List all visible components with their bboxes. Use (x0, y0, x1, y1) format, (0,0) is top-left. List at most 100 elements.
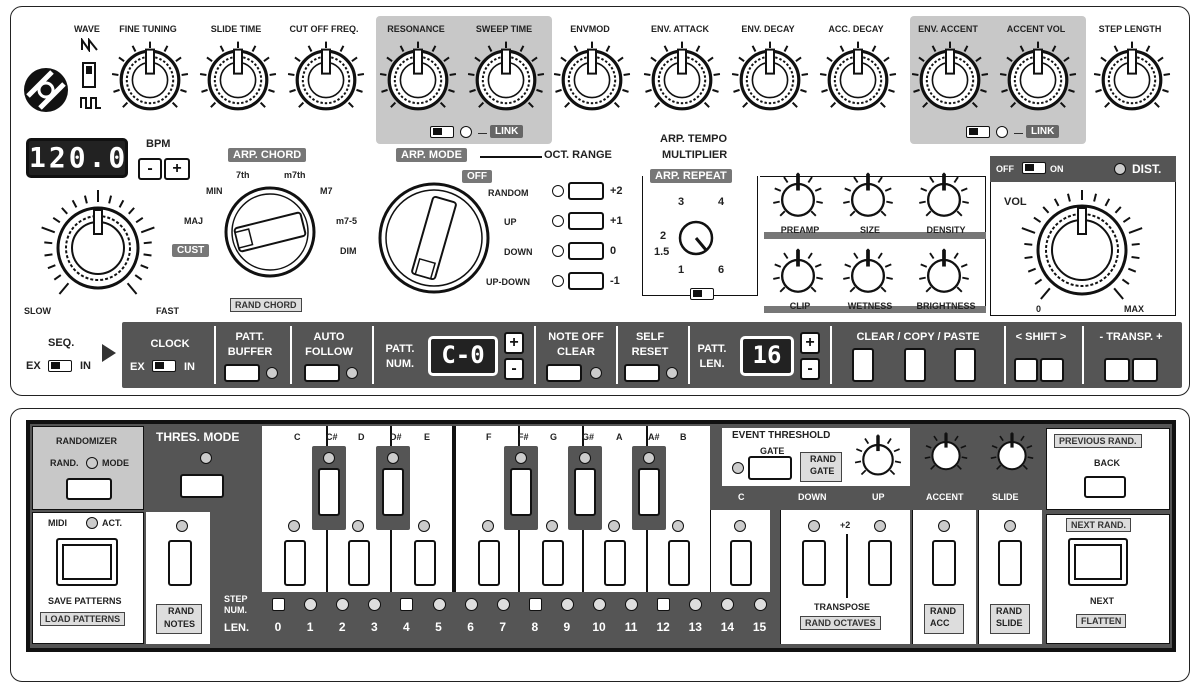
fx-knob-0[interactable] (770, 170, 826, 226)
next-rand-button[interactable]: NEXT RAND. (1066, 518, 1132, 532)
black-key-button-0[interactable] (318, 468, 340, 516)
shift-right-button[interactable] (1040, 358, 1064, 382)
chord-min[interactable]: MIN (206, 186, 223, 196)
step-led-7[interactable] (496, 598, 510, 611)
link-switch-1[interactable] (430, 126, 454, 138)
seq-switch[interactable] (48, 360, 72, 372)
patt-num-plus-button[interactable]: + (504, 332, 524, 354)
previous-rand-button[interactable]: PREVIOUS RAND. (1054, 434, 1142, 448)
arp-mode-down[interactable]: DOWN (504, 247, 533, 257)
chord-7th[interactable]: 7th (236, 170, 250, 180)
arp-chord-selector[interactable] (210, 172, 330, 292)
step-led-2[interactable] (336, 598, 350, 611)
rand-notes-button[interactable] (168, 540, 192, 586)
oct-button-2[interactable] (568, 242, 604, 260)
copy-button[interactable] (904, 348, 926, 382)
knob-0[interactable] (110, 40, 190, 120)
white-key-button-5[interactable] (604, 540, 626, 586)
arp-repeat-knob[interactable] (674, 216, 718, 260)
knob-7[interactable] (730, 40, 810, 120)
arp-mode-selector[interactable] (372, 176, 496, 300)
rand-mode-button[interactable] (66, 478, 112, 500)
patt-len-plus-button[interactable]: + (800, 332, 820, 354)
fx-knob-2[interactable] (916, 170, 972, 226)
save-patterns-button[interactable] (56, 538, 118, 586)
knob-5[interactable] (552, 40, 632, 120)
transp-up-button[interactable] (1132, 358, 1158, 382)
oct-button-3[interactable] (568, 272, 604, 290)
step-led-14[interactable] (721, 598, 735, 611)
step-led-9[interactable] (560, 598, 574, 611)
transp-down-button[interactable] (1104, 358, 1130, 382)
step-led-3[interactable] (368, 598, 382, 611)
knob-11[interactable] (1092, 40, 1172, 120)
black-key-button-2[interactable] (510, 468, 532, 516)
knob-2[interactable] (286, 40, 366, 120)
arp-mode-off[interactable]: OFF (462, 170, 492, 183)
step-led-15[interactable] (753, 598, 767, 611)
knob-6[interactable] (642, 40, 722, 120)
arp-mode-updown[interactable]: UP-DOWN (486, 277, 530, 287)
oct-button-1[interactable] (568, 212, 604, 230)
rand-octaves-button[interactable]: RAND OCTAVES (800, 616, 881, 630)
step-led-13[interactable] (689, 598, 703, 611)
fx-knob-3[interactable] (770, 246, 826, 302)
chord-maj[interactable]: MAJ (184, 216, 204, 226)
step-led-12[interactable] (657, 598, 671, 611)
flatten-button[interactable]: FLATTEN (1076, 614, 1127, 628)
step-led-0[interactable] (272, 598, 285, 611)
clock-switch[interactable] (152, 360, 176, 372)
white-key-button-3[interactable] (478, 540, 500, 586)
threshold-knob[interactable] (852, 432, 904, 484)
patt-len-minus-button[interactable]: - (800, 358, 820, 380)
transpose-down-button[interactable] (802, 540, 826, 586)
knob-3[interactable] (378, 40, 458, 120)
oct-button-0[interactable] (568, 182, 604, 200)
black-key-button-1[interactable] (382, 468, 404, 516)
knob-10[interactable] (998, 40, 1078, 120)
fx-knob-4[interactable] (840, 246, 896, 302)
gate-button[interactable] (748, 456, 792, 480)
accent-knob[interactable] (922, 430, 970, 478)
step-led-6[interactable] (464, 598, 478, 611)
paste-button[interactable] (954, 348, 976, 382)
slide-button[interactable] (998, 540, 1022, 586)
patt-num-minus-button[interactable]: - (504, 358, 524, 380)
chord-M7[interactable]: M7 (320, 186, 333, 196)
link-switch-2[interactable] (966, 126, 990, 138)
tempo-knob[interactable] (28, 190, 168, 310)
chord-cust[interactable]: CUST (172, 244, 210, 257)
thres-mode-button[interactable] (180, 474, 224, 498)
white-key-button-0[interactable] (284, 540, 306, 586)
chord-dim[interactable]: DIM (340, 246, 357, 256)
accent-button[interactable] (932, 540, 956, 586)
fx-knob-1[interactable] (840, 170, 896, 226)
white-key-button-4[interactable] (542, 540, 564, 586)
step-led-10[interactable] (593, 598, 606, 611)
clear-button[interactable] (852, 348, 874, 382)
step-led-8[interactable] (528, 598, 542, 611)
arp-mode-up[interactable]: UP (504, 217, 517, 227)
patt-buffer-button[interactable] (224, 364, 260, 382)
bpm-minus-button[interactable]: - (138, 158, 162, 180)
self-reset-button[interactable] (624, 364, 660, 382)
white-key-button-2[interactable] (414, 540, 436, 586)
bpm-plus-button[interactable]: + (164, 158, 190, 180)
white-key-button-1[interactable] (348, 540, 370, 586)
rand-gate-button[interactable] (800, 452, 842, 482)
rand_slide-button[interactable] (990, 604, 1030, 634)
arp-repeat-switch[interactable] (690, 288, 714, 300)
knob-9[interactable] (910, 40, 990, 120)
wave-switch[interactable] (82, 62, 96, 88)
rand_acc-button[interactable] (924, 604, 964, 634)
load-patterns-button[interactable]: LOAD PATTERNS (40, 612, 126, 626)
back-button[interactable] (1084, 476, 1126, 498)
black-key-button-4[interactable] (638, 468, 660, 516)
step-led-11[interactable] (625, 598, 639, 611)
dist-switch[interactable] (1022, 162, 1046, 174)
arp-mode-random[interactable]: RANDOM (488, 188, 529, 198)
knob-4[interactable] (466, 40, 546, 120)
note-off-button[interactable] (546, 364, 582, 382)
chord-m7th[interactable]: m7th (284, 170, 306, 180)
transpose-up-button[interactable] (868, 540, 892, 586)
